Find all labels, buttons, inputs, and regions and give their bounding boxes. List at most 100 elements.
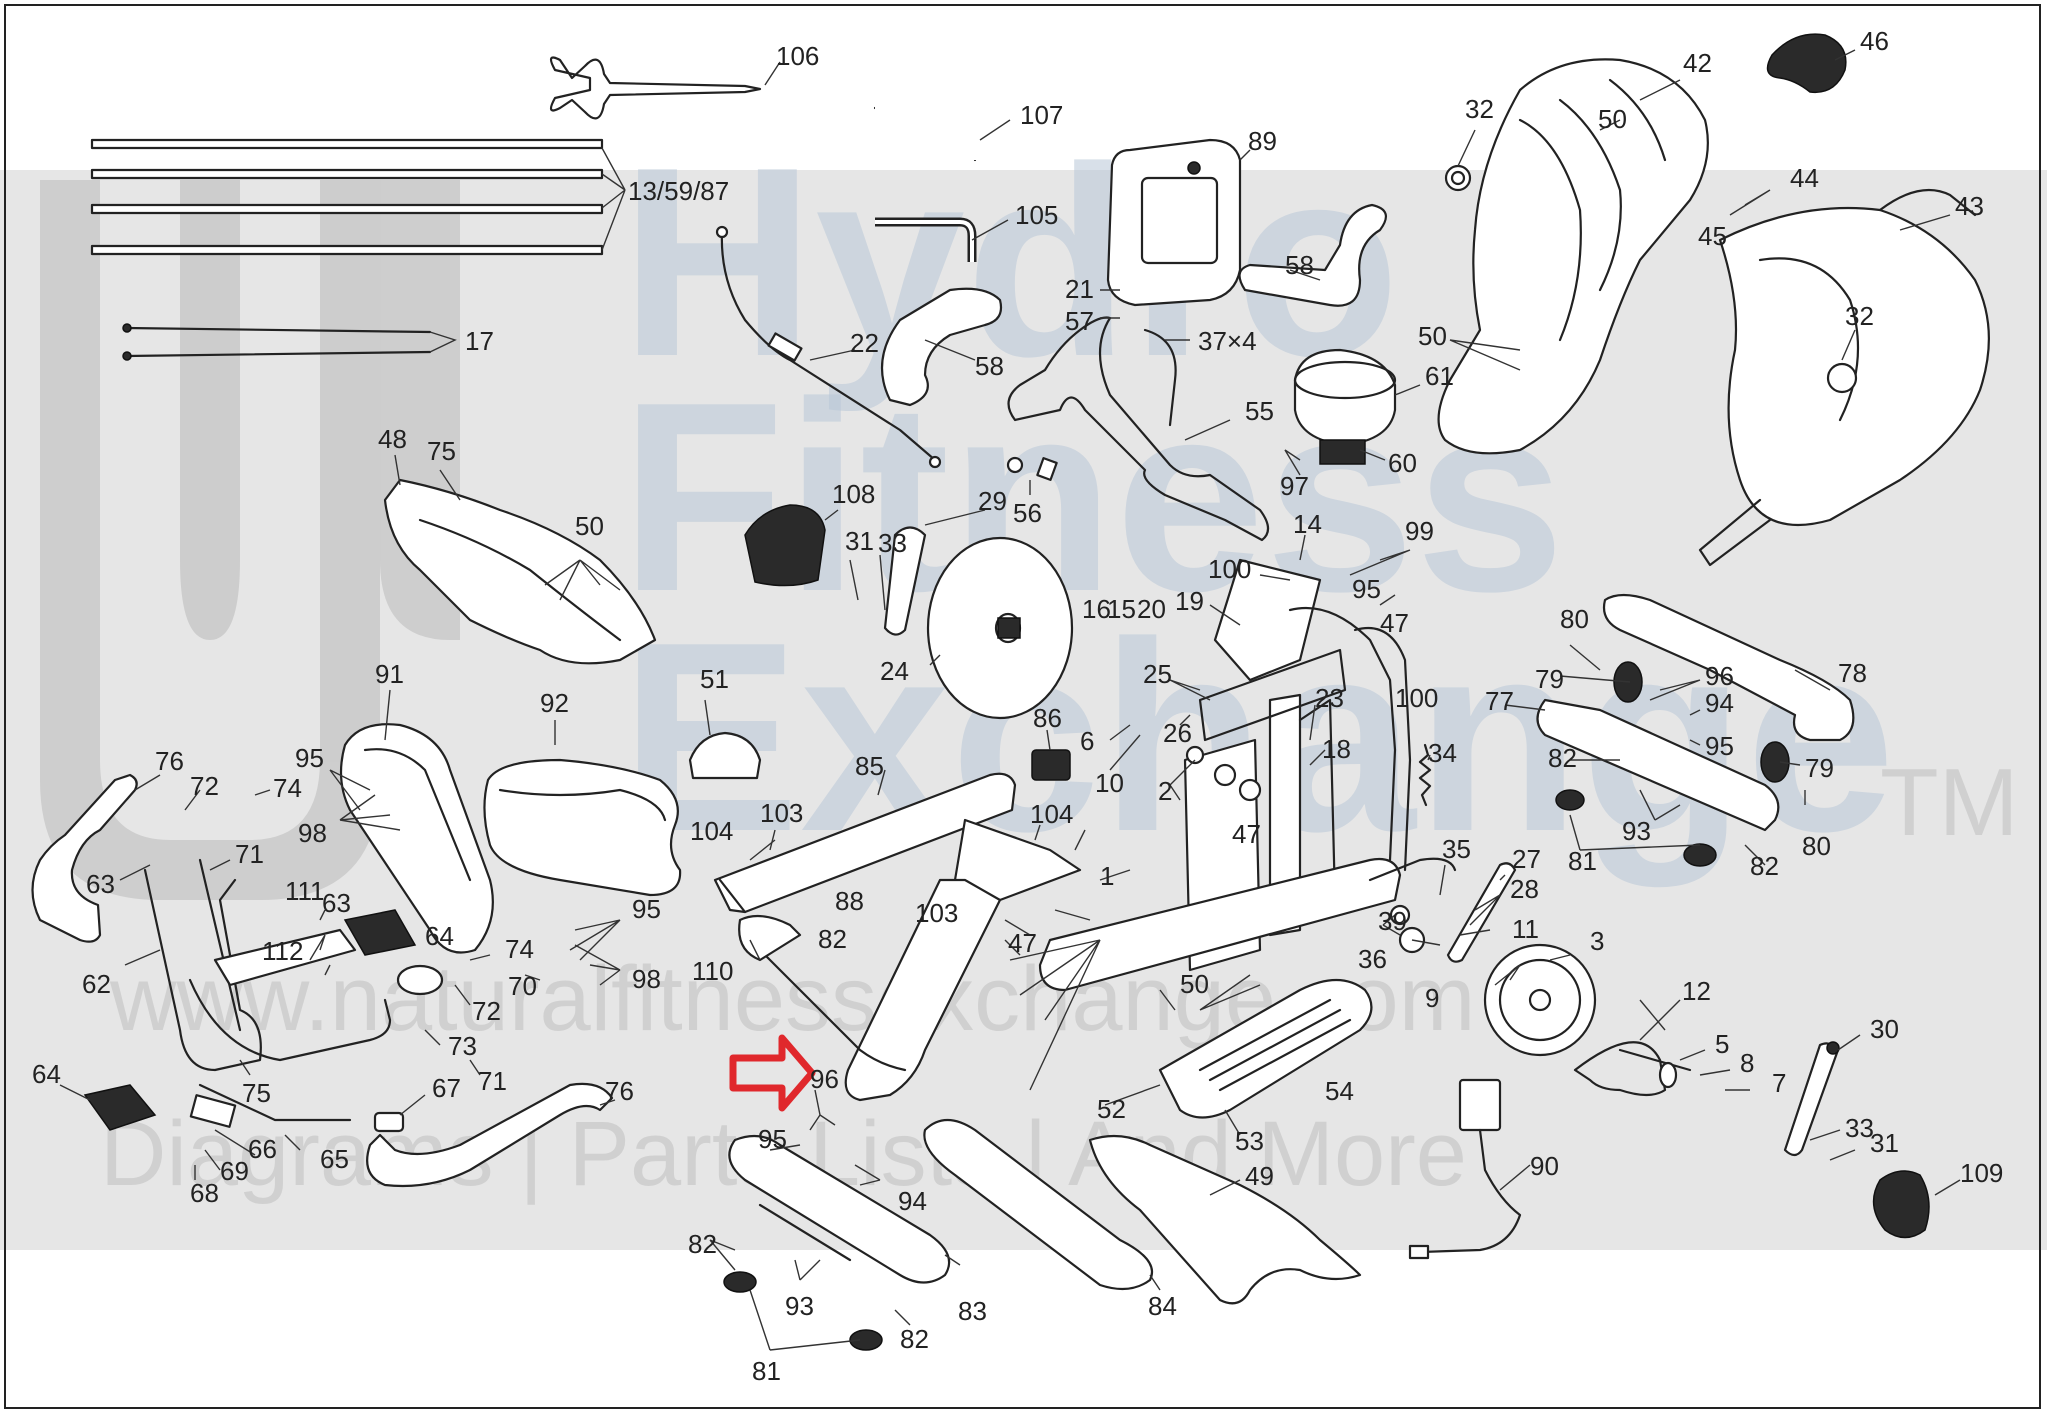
label-22: 22 bbox=[850, 328, 879, 358]
part-64-pedal-right bbox=[343, 909, 417, 956]
part-85-rail bbox=[713, 772, 1017, 914]
part-106-wrench bbox=[549, 56, 762, 120]
label-3: 3 bbox=[1590, 926, 1604, 956]
label-6: 6 bbox=[1080, 726, 1094, 756]
leader-lines bbox=[59, 49, 1961, 1351]
part-64-pedal-left bbox=[83, 1084, 157, 1131]
label-51: 51 bbox=[700, 664, 729, 694]
label-47b: 47 bbox=[1232, 819, 1261, 849]
label-75a: 75 bbox=[427, 436, 456, 466]
label-104a: 104 bbox=[690, 816, 733, 846]
label-90: 90 bbox=[1530, 1151, 1559, 1181]
part-76-handle-left bbox=[31, 773, 138, 943]
label-88: 88 bbox=[835, 886, 864, 916]
label-33a: 33 bbox=[878, 528, 907, 558]
label-98b: 98 bbox=[632, 964, 661, 994]
label-18: 18 bbox=[1322, 734, 1351, 764]
label-76b: 76 bbox=[605, 1076, 634, 1106]
part-27-tensioner bbox=[1446, 862, 1517, 963]
label-93b: 93 bbox=[785, 1291, 814, 1321]
label-92: 92 bbox=[540, 688, 569, 718]
label-74b: 74 bbox=[505, 934, 534, 964]
label-45: 45 bbox=[1698, 221, 1727, 251]
label-52: 52 bbox=[1097, 1094, 1126, 1124]
label-9: 9 bbox=[1425, 983, 1439, 1013]
part-17-tie-rods bbox=[122, 323, 432, 361]
label-32a: 32 bbox=[1465, 94, 1494, 124]
part-54-foot-cover bbox=[1158, 979, 1373, 1119]
label-71b: 71 bbox=[478, 1066, 507, 1096]
part-58-grip bbox=[880, 287, 1003, 407]
label-29: 29 bbox=[978, 486, 1007, 516]
label-75b: 75 bbox=[242, 1078, 271, 1108]
label-94b: 94 bbox=[898, 1186, 927, 1216]
label-25: 25 bbox=[1143, 659, 1172, 689]
label-32b: 32 bbox=[1845, 301, 1874, 331]
part-77-78-stabilizer bbox=[1536, 593, 1855, 832]
label-64a: 64 bbox=[425, 921, 454, 951]
label-67: 67 bbox=[432, 1073, 461, 1103]
label-66: 66 bbox=[248, 1134, 277, 1164]
label-20: 20 bbox=[1137, 594, 1166, 624]
label-97: 97 bbox=[1280, 471, 1309, 501]
part-34-spring bbox=[1418, 743, 1432, 807]
label-7: 7 bbox=[1772, 1068, 1786, 1098]
label-47c: 47 bbox=[1008, 928, 1037, 958]
label-58a: 58 bbox=[975, 351, 1004, 381]
label-57: 57 bbox=[1065, 306, 1094, 336]
label-43: 43 bbox=[1955, 191, 1984, 221]
label-17: 17 bbox=[465, 326, 494, 356]
label-68: 68 bbox=[190, 1178, 219, 1208]
label-47a: 47 bbox=[1380, 608, 1409, 638]
part-labels: 106 107 105 13/59/87 17 22 58 58 89 21 5… bbox=[32, 26, 2003, 1386]
label-80b: 80 bbox=[1802, 831, 1831, 861]
label-13-59-87: 13/59/87 bbox=[628, 176, 729, 206]
label-93a: 93 bbox=[1622, 816, 1651, 846]
label-82d: 82 bbox=[688, 1229, 717, 1259]
label-26: 26 bbox=[1163, 718, 1192, 748]
label-98a: 98 bbox=[298, 818, 327, 848]
label-94a: 94 bbox=[1705, 688, 1734, 718]
label-23: 23 bbox=[1315, 683, 1344, 713]
label-89: 89 bbox=[1248, 126, 1277, 156]
label-15: 15 bbox=[1107, 594, 1136, 624]
label-64b: 64 bbox=[32, 1059, 61, 1089]
label-99: 99 bbox=[1405, 516, 1434, 546]
label-105: 105 bbox=[1015, 200, 1058, 230]
label-74a: 74 bbox=[273, 773, 302, 803]
label-63a: 63 bbox=[86, 869, 115, 899]
part-rear-foot-82-83 bbox=[728, 1134, 951, 1284]
part-105-hex-key bbox=[875, 217, 977, 262]
label-28: 28 bbox=[1510, 874, 1539, 904]
label-95c: 95 bbox=[295, 743, 324, 773]
label-50b: 50 bbox=[1418, 321, 1447, 351]
part-29-crank bbox=[883, 526, 927, 636]
label-33b: 33 bbox=[1845, 1113, 1874, 1143]
part-89-console bbox=[1106, 138, 1242, 307]
label-103a: 103 bbox=[760, 798, 803, 828]
label-60: 60 bbox=[1388, 448, 1417, 478]
part-22-cable bbox=[715, 225, 942, 469]
label-35: 35 bbox=[1442, 834, 1471, 864]
label-77: 77 bbox=[1485, 686, 1514, 716]
label-82c: 82 bbox=[818, 924, 847, 954]
label-30: 30 bbox=[1870, 1014, 1899, 1044]
part-70-disc bbox=[396, 964, 444, 996]
label-81b: 81 bbox=[752, 1356, 781, 1386]
part-1-main-tube bbox=[1038, 857, 1457, 992]
label-54: 54 bbox=[1325, 1076, 1354, 1106]
label-91: 91 bbox=[375, 659, 404, 689]
part-24-flywheel bbox=[926, 536, 1074, 720]
label-50c: 50 bbox=[575, 511, 604, 541]
label-84: 84 bbox=[1148, 1291, 1177, 1321]
label-100b: 100 bbox=[1395, 683, 1438, 713]
label-72a: 72 bbox=[190, 771, 219, 801]
part-30-crank bbox=[1783, 1041, 1840, 1157]
part-90-adapter bbox=[1408, 1078, 1522, 1260]
label-96a: 96 bbox=[1705, 661, 1734, 691]
part-42-shroud bbox=[1437, 58, 1709, 455]
label-106: 106 bbox=[776, 41, 819, 71]
label-36: 36 bbox=[1358, 944, 1387, 974]
label-79a: 79 bbox=[1535, 664, 1564, 694]
